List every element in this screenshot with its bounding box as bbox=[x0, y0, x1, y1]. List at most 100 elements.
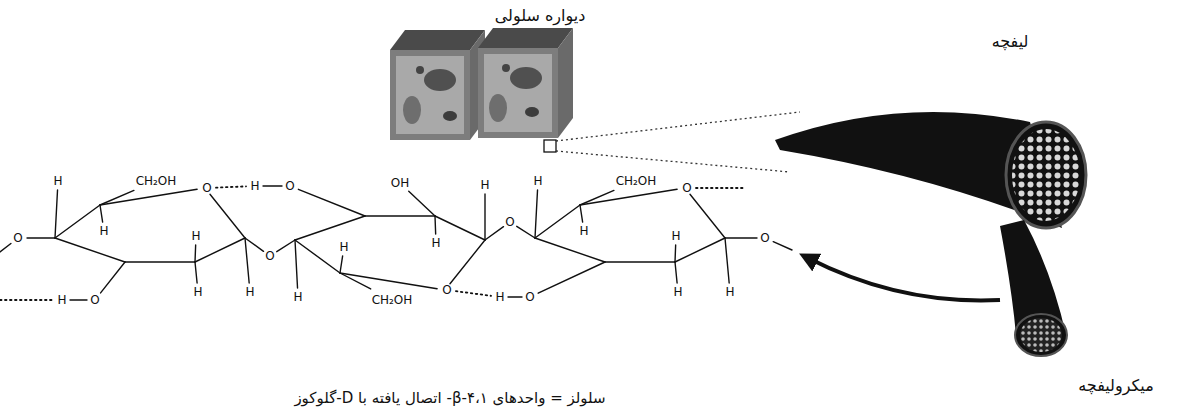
atom-label: H bbox=[671, 229, 680, 244]
chemical-bond bbox=[100, 189, 197, 205]
chemical-bond bbox=[508, 296, 522, 297]
chemical-bond bbox=[580, 190, 614, 205]
atom-label: O bbox=[760, 231, 769, 245]
atom-label: O bbox=[525, 290, 534, 305]
atom-label: H bbox=[245, 285, 254, 299]
atom-label: H bbox=[339, 240, 348, 255]
chemical-bond bbox=[245, 238, 264, 251]
atom-label: CH₂OH bbox=[136, 174, 177, 188]
atom-label: H bbox=[250, 179, 259, 193]
atom-label: H bbox=[533, 174, 542, 188]
atom-label: O bbox=[285, 179, 294, 194]
atom-label: O bbox=[13, 231, 22, 245]
part-label: لیفچه bbox=[992, 32, 1029, 51]
chemical-bond bbox=[55, 238, 125, 262]
atom-label: H bbox=[293, 290, 302, 304]
chemical-bond bbox=[0, 244, 11, 252]
chemical-bond bbox=[535, 205, 580, 238]
chemical-bond bbox=[675, 238, 725, 262]
atom-label: H bbox=[673, 285, 682, 299]
chemical-bond bbox=[674, 245, 676, 262]
chemical-bond bbox=[55, 190, 58, 238]
zoom-square bbox=[544, 140, 556, 152]
atom-label: CH₂OH bbox=[616, 174, 657, 189]
microfibril-face bbox=[1020, 318, 1062, 352]
atom-label: H bbox=[99, 224, 108, 238]
atom-label: H bbox=[495, 290, 504, 305]
chemical-bond bbox=[535, 238, 605, 262]
atom-label: CH₂OH bbox=[372, 293, 413, 307]
chemical-bond bbox=[365, 215, 435, 216]
chemical-bond bbox=[55, 205, 100, 238]
chemical-bond bbox=[210, 194, 245, 238]
part-label: لیفچه bbox=[992, 32, 1029, 51]
atom-label: H bbox=[579, 224, 588, 239]
atom-label: O bbox=[682, 181, 691, 196]
atom-label: H bbox=[725, 285, 734, 299]
chemical-bond bbox=[435, 216, 485, 240]
chemical-bond bbox=[340, 273, 437, 289]
chemical-bond bbox=[100, 205, 103, 222]
chemical-bond bbox=[450, 240, 485, 284]
chemical-bond bbox=[125, 261, 195, 262]
atom-label: H bbox=[193, 285, 202, 300]
chemical-bond bbox=[773, 242, 792, 250]
atom-label: O bbox=[285, 179, 294, 193]
atom-label: O bbox=[682, 181, 691, 195]
hydrogen-bond bbox=[696, 187, 744, 189]
zoom-line bbox=[556, 151, 790, 172]
atom-label: H bbox=[53, 174, 62, 189]
part-label: دیواره سلولی bbox=[495, 6, 586, 25]
atom-label: H bbox=[339, 240, 348, 254]
caption: سلولز = واحدهای β-۴،۱- اتصال یافته با D-… bbox=[294, 389, 605, 407]
atom-label: O bbox=[202, 181, 211, 196]
atom-label: O bbox=[760, 231, 769, 246]
chemical-bond bbox=[690, 194, 725, 238]
atom-label: H bbox=[495, 290, 504, 304]
microfibril-face bbox=[1015, 314, 1067, 356]
chemical-bond bbox=[340, 256, 343, 273]
pointer-arrow bbox=[808, 258, 1000, 300]
atom-label: H bbox=[671, 229, 680, 243]
atom-label: H bbox=[57, 293, 66, 308]
chemical-bond bbox=[295, 216, 365, 240]
atom-label: O bbox=[265, 249, 274, 264]
atom-label: O bbox=[525, 290, 534, 304]
atom-label: H bbox=[57, 293, 66, 307]
atom-label: O bbox=[13, 231, 22, 246]
fibril-face bbox=[1006, 122, 1086, 228]
atom-label: H bbox=[193, 285, 202, 299]
atom-label: H bbox=[53, 174, 62, 188]
atom-label: H bbox=[245, 285, 254, 300]
chemical-bond bbox=[100, 190, 134, 205]
atom-label: H bbox=[250, 179, 259, 194]
atom-label: H bbox=[191, 229, 200, 244]
hydrogen-bond bbox=[0, 299, 53, 301]
atom-label: O bbox=[442, 283, 451, 298]
atom-label: H bbox=[293, 290, 302, 305]
atom-label: OH bbox=[391, 176, 409, 190]
chemical-bond bbox=[277, 240, 295, 252]
zoom-line bbox=[556, 112, 800, 141]
chemical-bond bbox=[27, 237, 55, 238]
atom-label: O bbox=[265, 249, 274, 263]
chemical-bond bbox=[485, 227, 504, 240]
plant-cell bbox=[478, 28, 573, 138]
atom-label: H bbox=[480, 178, 489, 192]
chemical-bond bbox=[580, 189, 677, 205]
atom-label: O bbox=[90, 293, 99, 307]
atom-label: O bbox=[505, 215, 514, 230]
chemical-bond bbox=[434, 216, 436, 234]
atom-label: H bbox=[579, 224, 588, 238]
atom-label: O bbox=[90, 293, 99, 308]
caption: سلولز = واحدهای β-۴،۱- اتصال یافته با D-… bbox=[294, 389, 605, 407]
atom-label: O bbox=[442, 283, 451, 297]
chemical-bond bbox=[70, 299, 87, 300]
part-label: میکرولیفچه bbox=[1078, 376, 1154, 395]
chemical-bond bbox=[675, 262, 677, 283]
atom-label: H bbox=[480, 178, 489, 193]
chemical-bond bbox=[263, 185, 282, 186]
fibril-face bbox=[1012, 129, 1080, 221]
